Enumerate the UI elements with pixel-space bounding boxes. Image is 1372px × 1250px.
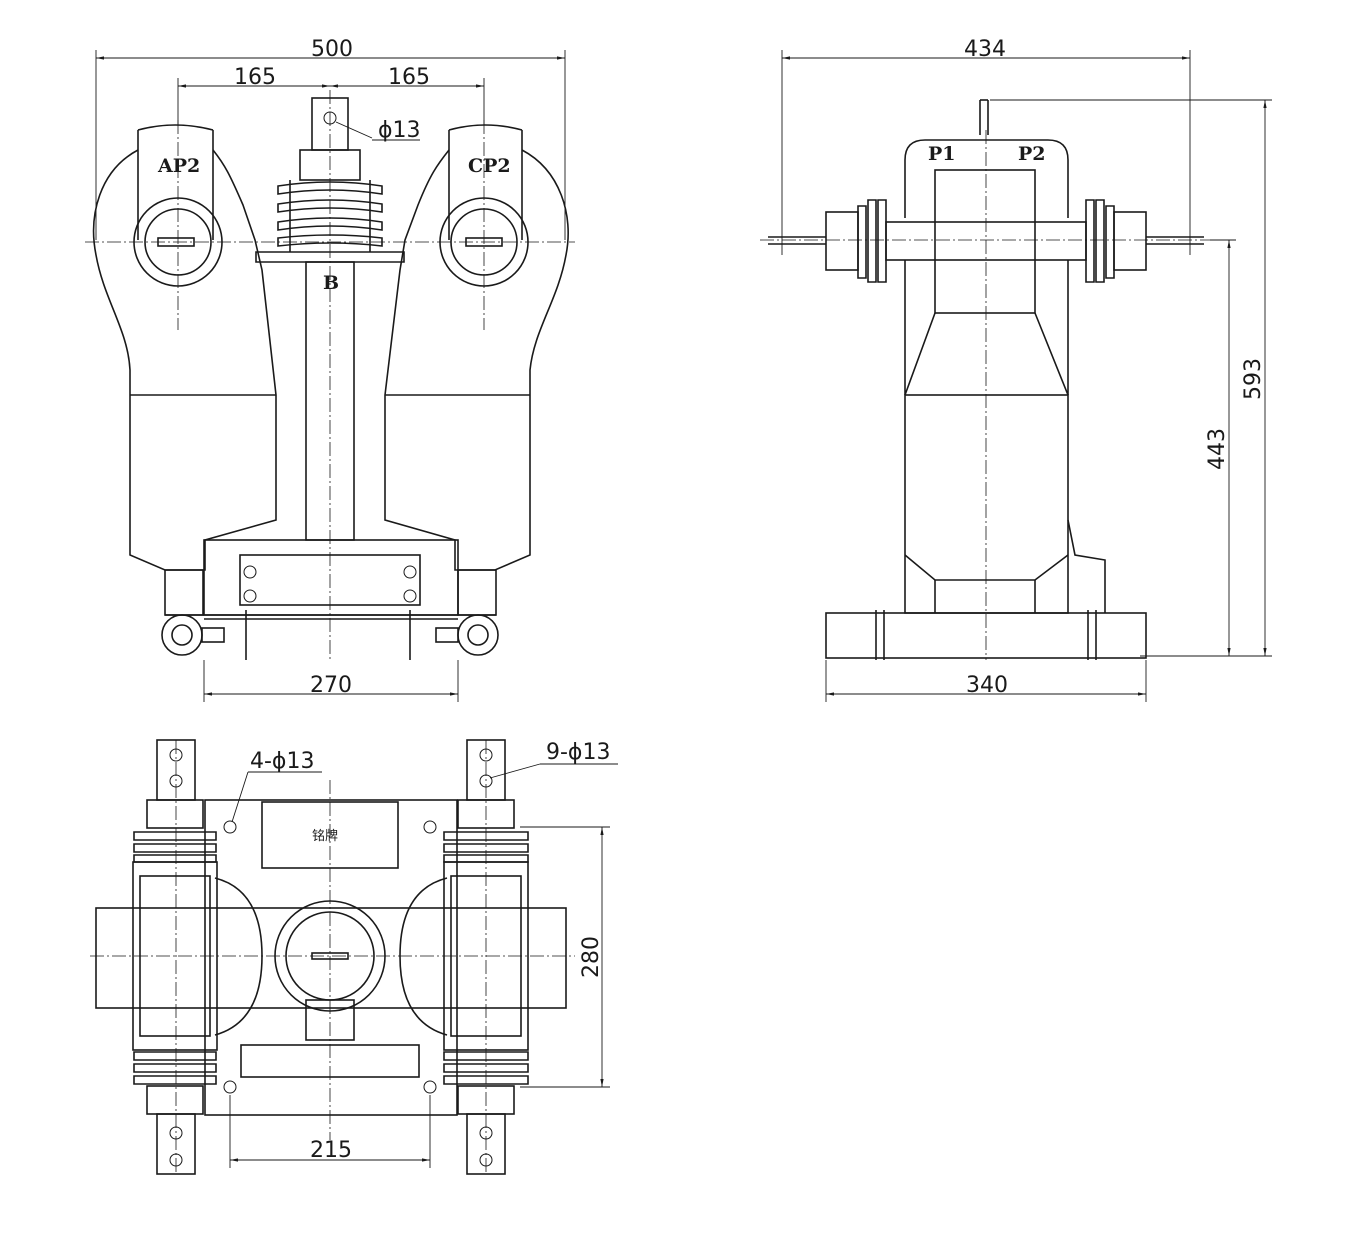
left-coil: [92, 124, 277, 571]
dim-434: 434: [964, 37, 1006, 62]
dim-443: 443: [1205, 428, 1230, 470]
top-dimensions: [229, 763, 618, 1168]
side-dimensions: [781, 50, 1272, 702]
insulator-top-left: [133, 799, 217, 863]
front-view: AP2 CP2 B 500 165 165 ϕ13 270: [85, 37, 575, 702]
dim-500: 500: [311, 37, 353, 62]
nameplate: [261, 801, 399, 869]
terminal-label-b: B: [323, 272, 339, 294]
right-coil: [384, 124, 569, 571]
dim-280: 280: [579, 936, 604, 978]
terminal-label-p1: P1: [928, 143, 956, 165]
terminal-holes-callout: 9-ϕ13: [546, 740, 610, 765]
front-base: [161, 539, 499, 660]
terminal-label-cp2: CP2: [468, 155, 511, 177]
dim-215: 215: [310, 1138, 352, 1163]
dim-165-right: 165: [388, 65, 430, 90]
front-dimensions: [95, 50, 566, 702]
nameplate-text: 铭牌: [312, 828, 338, 844]
dim-165-left: 165: [234, 65, 276, 90]
terminal-label-ap2: AP2: [157, 155, 200, 177]
side-view: P1 P2 434 593 443 340: [760, 37, 1272, 702]
dim-340: 340: [966, 673, 1008, 698]
insulator-bottom-left: [133, 1051, 217, 1115]
dim-270: 270: [310, 673, 352, 698]
dim-593: 593: [1241, 358, 1266, 400]
top-view: 铭牌: [90, 739, 618, 1175]
terminal-label-p2: P2: [1018, 143, 1046, 165]
hole-callout-phi13: ϕ13: [378, 118, 421, 143]
mount-holes-callout: 4-ϕ13: [250, 749, 314, 774]
